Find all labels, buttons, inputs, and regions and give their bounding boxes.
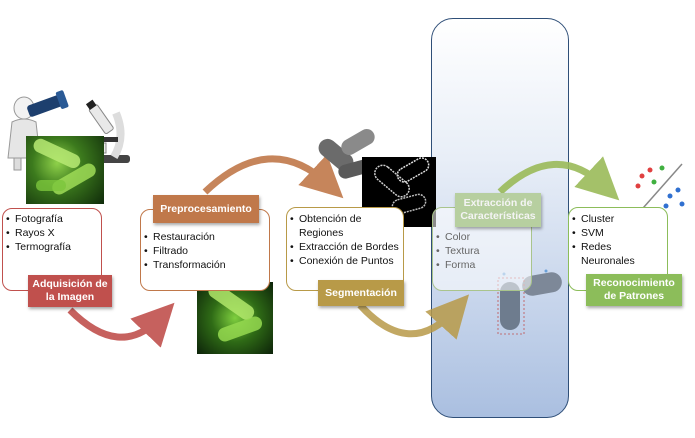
arrow-4 — [497, 156, 620, 201]
stage-item: Transformación — [144, 258, 269, 272]
arrow-1 — [67, 302, 175, 348]
stage-item: Fotografía — [6, 212, 101, 226]
stage-item: Extracción de Bordes — [290, 240, 403, 254]
stage-item: Conexión de Puntos — [290, 254, 403, 268]
stage-box-segmentacion: Obtención de Regiones Extracción de Bord… — [286, 207, 404, 291]
stage-label-reconocimiento: Reconocimiento de Patrones — [586, 274, 682, 306]
stage-label-preprocesamiento: Preprocesamiento — [153, 195, 259, 223]
arrow-2 — [202, 154, 344, 199]
stage-label-adquisicion: Adquisición de la Imagen — [28, 275, 112, 307]
stage-item: Termografía — [6, 240, 101, 254]
stage-label-segmentacion: Segmentación — [318, 280, 404, 306]
green-bacteria-image — [26, 136, 104, 204]
stage-item: Obtención de Regiones — [290, 212, 403, 240]
arrow-3 — [357, 294, 470, 340]
stage-item: SVM — [572, 226, 667, 240]
stage-item: Restauración — [144, 230, 269, 244]
stage-item: Redes Neuronales — [572, 240, 667, 268]
stage-item: Cluster — [572, 212, 667, 226]
stage-label-extraccion: Extracción de Características — [455, 193, 541, 227]
stage-item: Color — [436, 230, 531, 244]
stage-item: Rayos X — [6, 226, 101, 240]
feature-bacteria-image — [497, 269, 562, 335]
stage-item: Forma — [436, 258, 531, 272]
green-bacteria-image-2 — [197, 282, 273, 354]
stage-item: Filtrado — [144, 244, 269, 258]
stage-item: Textura — [436, 244, 531, 258]
